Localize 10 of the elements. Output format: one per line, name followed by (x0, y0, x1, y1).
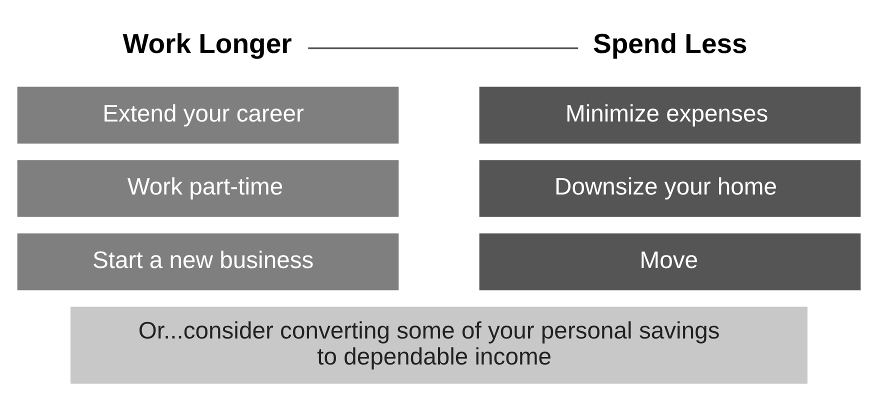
node-text: Work Longer (122, 27, 292, 58)
node-box: Move (478, 231, 862, 292)
node-box: Extend your career (16, 84, 400, 145)
node-box: Start a new business (16, 231, 400, 292)
node-box: Minimize expenses (478, 84, 862, 145)
connector (308, 46, 578, 49)
node-box: Downsize your home (478, 158, 862, 218)
node-box: Work part-time (16, 158, 400, 218)
node-box: Or...consider converting some of your personal savings to dependable income (68, 304, 810, 386)
node-text: Spend Less (593, 27, 748, 58)
